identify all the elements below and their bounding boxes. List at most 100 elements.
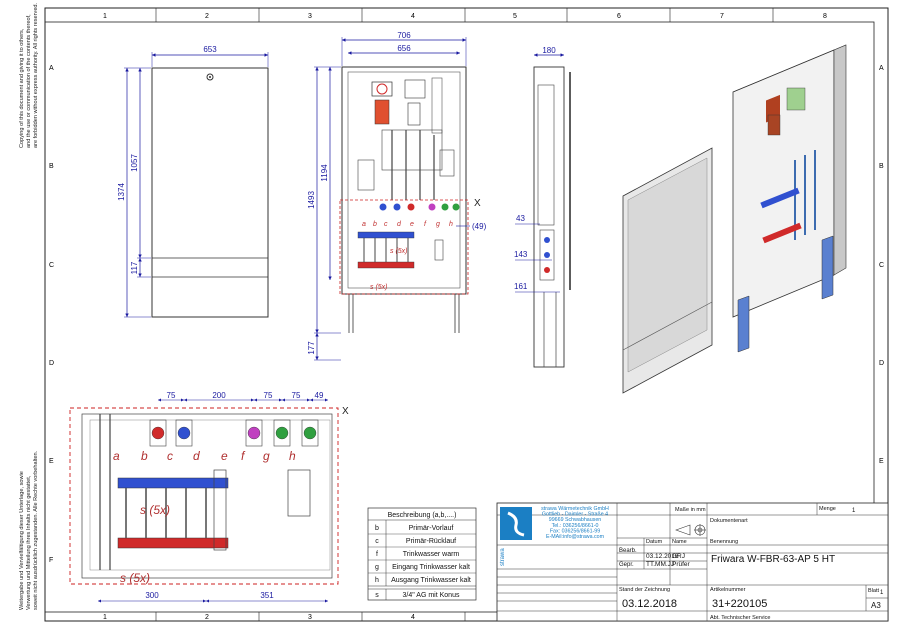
x-marker: X (474, 198, 481, 209)
detail-x-view (69, 407, 339, 585)
legend-key: f (376, 551, 378, 558)
brand-vertical: strawa (500, 548, 506, 566)
copyright-note-en: Copying of this document and giving it t… (19, 2, 39, 148)
row-label-right: A (879, 65, 884, 72)
dim-open-height-total: 1493 (307, 191, 316, 209)
legend-text: Primär-Rücklauf (406, 538, 456, 545)
detail-s5x-label: s (5x) (140, 503, 170, 517)
gepr-label: Gepr. (619, 562, 634, 568)
x-marker-detail: X (342, 406, 349, 417)
legend-key: h (375, 577, 379, 584)
svg-text:c: c (384, 221, 388, 228)
detail-letter-a: a (113, 449, 120, 463)
legend-extra-key: s (375, 592, 379, 599)
row-label-left: D (49, 360, 54, 367)
svg-text:e: e (410, 221, 414, 228)
iso-cabinet (732, 44, 847, 353)
artikel-label: Artikelnummer (710, 587, 746, 593)
column-label-top: 1 (103, 13, 107, 20)
legend-text: Eingang Trinkwasser kalt (392, 564, 470, 571)
legend-key: b (375, 525, 379, 532)
dim-det-75b: 75 (264, 391, 273, 400)
row-label-left: E (49, 458, 54, 465)
column-label-top: 4 (411, 13, 415, 20)
col-datum: Datum (646, 539, 663, 545)
svg-text:g: g (436, 221, 440, 228)
drawing-border (44, 21, 875, 613)
column-label-bottom: 1 (103, 614, 107, 621)
lock-icon (206, 73, 214, 81)
side-view (533, 66, 571, 368)
dim-base-height: 117 (130, 261, 139, 274)
column-label-top: 6 (617, 13, 621, 20)
gepr-date: TT.MM.JJ (646, 561, 674, 568)
legend-text: Ausgang Trinkwasser kalt (391, 577, 471, 584)
svg-text:d: d (397, 221, 402, 228)
open-view-dimensions: 706 656 1493 1194 177 (49) (307, 31, 487, 361)
bearb-date: 03.12.2018 (646, 553, 679, 560)
front-view (151, 67, 269, 318)
artikel-number: 31+220105 (712, 598, 767, 610)
column-label-bottom: 4 (411, 614, 415, 621)
blatt-label: Blatt (868, 588, 879, 594)
column-label-top: 7 (720, 13, 724, 20)
dim-49-paren: (49) (472, 222, 487, 231)
dim-foot-height: 177 (307, 341, 316, 355)
menge-value: 1 (852, 508, 856, 514)
detail-s5x-label-bottom: s (5x) (120, 571, 150, 585)
open-s5x-label-bottom: s (5x) (370, 284, 388, 291)
stand-label: Stand der Zeichnung (619, 587, 670, 593)
dim-open-inner-width: 656 (397, 44, 411, 53)
column-label-top: 2 (205, 13, 209, 20)
dim-front-width: 653 (203, 45, 217, 54)
row-label-left: B (49, 163, 54, 170)
company-line: E-MAil:info@strawa.com (546, 534, 605, 540)
detail-dimensions: 75 200 75 75 49 300 351 (98, 391, 328, 603)
dim-open-outer-width: 706 (397, 31, 411, 40)
dim-det-49: 49 (315, 391, 324, 400)
row-label-left: F (49, 557, 53, 564)
dim-open-body-height: 1194 (320, 164, 329, 182)
row-labels: AABBCCDDEEFF (49, 65, 884, 564)
dim-161: 161 (514, 282, 528, 291)
front-view-dimensions: 653 1374 1057 117 (117, 45, 269, 318)
detail-letter-c: c (167, 449, 173, 463)
row-label-left: C (49, 262, 54, 269)
side-view-dimensions: 180 43 143 161 (514, 46, 564, 293)
detail-x-boundary (339, 199, 469, 295)
legend-key: c (375, 538, 379, 545)
column-label-top: 8 (823, 13, 827, 20)
dim-det-200: 200 (212, 391, 226, 400)
svg-text:b: b (373, 221, 377, 228)
dim-det-75c: 75 (292, 391, 301, 400)
svg-text:a: a (362, 221, 366, 228)
detail-letter-f: f (241, 449, 246, 463)
gepr-name: Prüfer (672, 561, 691, 568)
row-label-right: D (879, 360, 884, 367)
detail-letter-e: e (221, 449, 228, 463)
blatt-value: 1 (880, 590, 884, 596)
dim-det-351: 351 (260, 591, 274, 600)
dim-side-depth: 180 (542, 46, 556, 55)
dokumentenart-label: Dokumentenart (710, 518, 748, 524)
row-label-left: A (49, 65, 54, 72)
benennung-label: Benennung (710, 539, 738, 545)
company-line: Tel.: 036256/8661-0 (552, 523, 599, 529)
masse-label: Maße in mm (675, 507, 706, 513)
svg-text:f: f (424, 221, 427, 228)
dim-det-75a: 75 (167, 391, 176, 400)
dim-43: 43 (516, 214, 525, 223)
legend-extra-text: 3/4" AG mit Konus (403, 592, 460, 599)
open-s5x-label: s (5x) (390, 248, 408, 255)
projection-symbol-icon (675, 524, 706, 536)
dim-front-height: 1374 (117, 183, 126, 201)
menge-label: Menge (819, 506, 836, 512)
legend-key: g (375, 564, 379, 571)
bearb-name: GRJ (672, 553, 685, 560)
legend-text: Trinkwasser warm (403, 551, 460, 558)
title-block: strawa strawa Wärmetechnik GmbHGottlieb … (496, 502, 889, 622)
